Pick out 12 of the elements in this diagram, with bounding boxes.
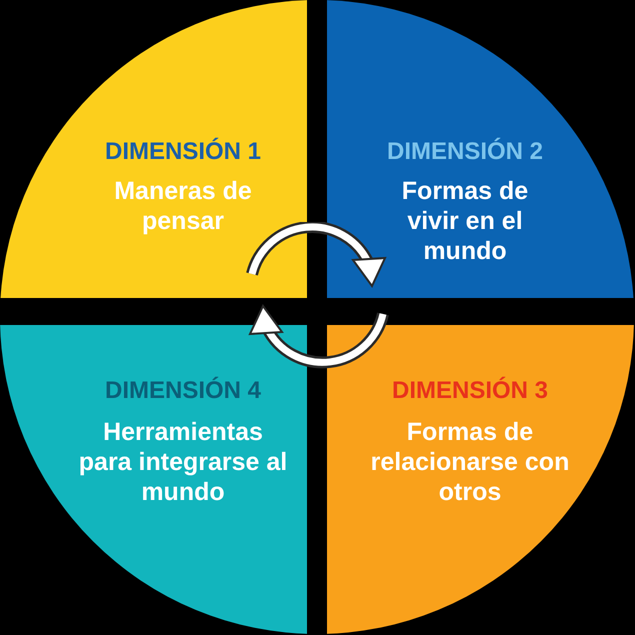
dimension-description: Herramientas para integrarse al mundo bbox=[78, 417, 288, 507]
dimension-heading: DIMENSIÓN 1 bbox=[104, 138, 262, 166]
quadrant-segment bbox=[0, 0, 307, 298]
quadrant-segment bbox=[327, 0, 635, 298]
dimension-heading: DIMENSIÓN 3 bbox=[390, 377, 550, 405]
dimension-heading: DIMENSIÓN 4 bbox=[104, 377, 262, 405]
dimension-description: Formas de vivir en el mundo bbox=[400, 176, 530, 266]
dimension-heading: DIMENSIÓN 2 bbox=[386, 138, 544, 166]
quadrant-segment bbox=[0, 325, 307, 635]
dimension-description: Formas de relacionarse con otros bbox=[370, 417, 570, 507]
dimension-description: Maneras de pensar bbox=[113, 176, 253, 236]
quadrant-segment bbox=[327, 325, 635, 635]
